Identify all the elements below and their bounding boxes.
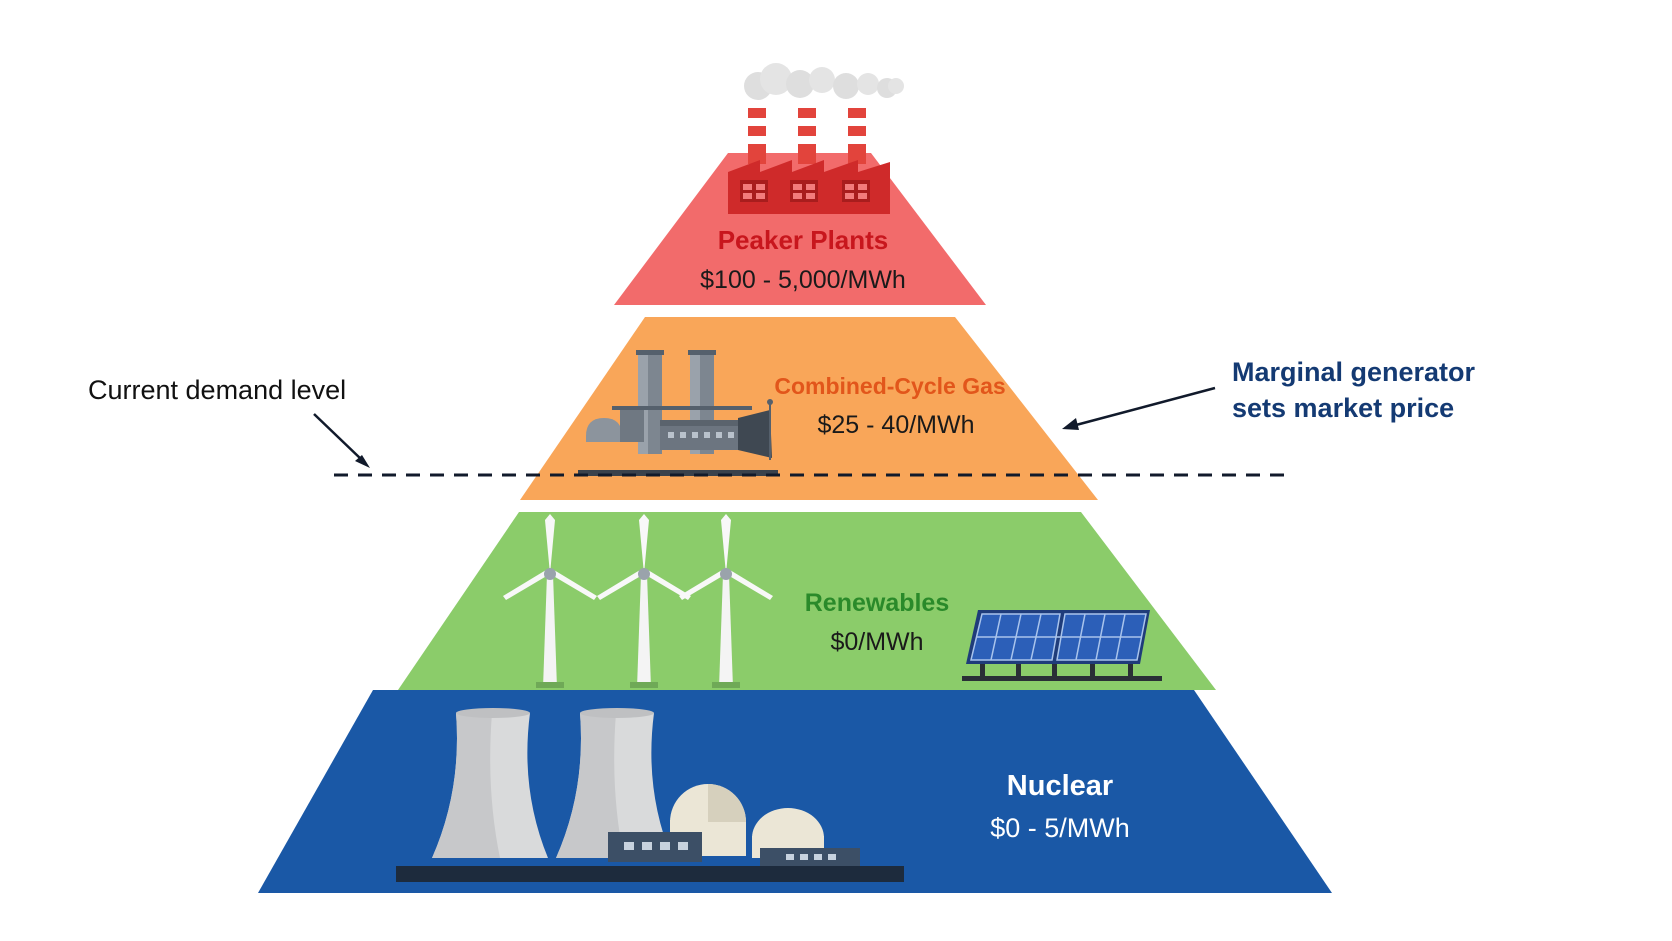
marginal-label-line1: Marginal generator: [1232, 357, 1476, 387]
tier-gas-price: $25 - 40/MWh: [817, 411, 974, 439]
demand-level-label: Current demand level: [88, 375, 346, 405]
tier-nuclear-price: $0 - 5/MWh: [990, 813, 1130, 843]
tier-peaker-band: [614, 153, 986, 305]
tier-gas-name: Combined-Cycle Gas: [774, 373, 1005, 399]
tier-peaker-name: Peaker Plants: [718, 225, 889, 255]
nuclear-plant-icon: [396, 708, 904, 882]
tier-renewables-name: Renewables: [805, 589, 950, 617]
tier-peaker: Peaker Plants $100 - 5,000/MWh: [614, 63, 986, 305]
solar-panel-icon: [962, 610, 1162, 681]
tier-nuclear: Nuclear $0 - 5/MWh: [258, 690, 1332, 893]
tier-gas-band: [520, 317, 1098, 500]
tier-nuclear-name: Nuclear: [1007, 770, 1113, 802]
tier-renewables-price: $0/MWh: [830, 628, 923, 656]
tier-peaker-price: $100 - 5,000/MWh: [700, 266, 906, 294]
marginal-label-line2: sets market price: [1232, 393, 1454, 423]
factory-icon: [728, 63, 904, 214]
demand-level-marker: Current demand level: [88, 375, 1290, 477]
marginal-generator-annotation: Marginal generator sets market price: [1062, 357, 1476, 430]
gas-plant-icon: [578, 350, 778, 476]
wind-turbine-icon: [503, 514, 773, 688]
marginal-arrow-icon: [1062, 386, 1216, 430]
demand-arrow-icon: [313, 413, 370, 468]
tier-renewables: Renewables $0/MWh: [398, 512, 1216, 690]
tier-gas: Combined-Cycle Gas $25 - 40/MWh: [520, 317, 1098, 500]
